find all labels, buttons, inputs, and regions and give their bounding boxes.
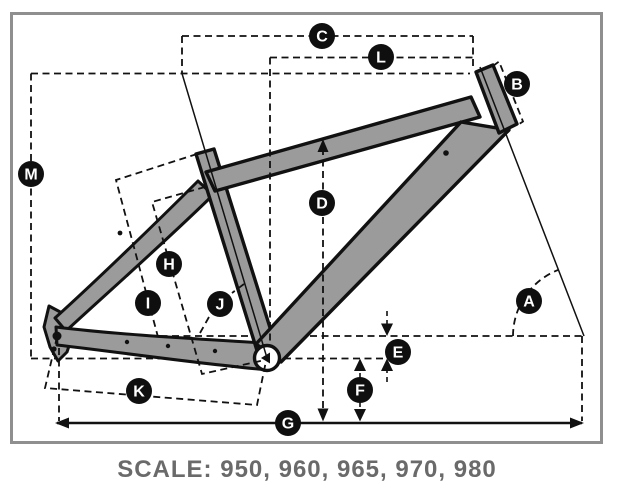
wheelbase-line — [55, 417, 584, 429]
label-k-text: K — [133, 384, 145, 401]
label-a-badge — [516, 288, 542, 314]
measure-j-callout — [199, 283, 245, 334]
label-d-text: D — [316, 196, 328, 213]
label-j-text: J — [216, 297, 225, 314]
dimension-labels: A B C D E F G H I J K L M — [18, 23, 542, 436]
measure-h-i-brackets — [114, 153, 266, 376]
label-c-badge — [309, 23, 335, 49]
label-i-badge — [135, 290, 161, 316]
label-m-text: M — [24, 167, 37, 184]
label-f-badge — [347, 377, 373, 403]
d-arrow-up — [317, 139, 329, 152]
cable-stop-dot — [443, 150, 449, 156]
measure-c-lines — [181, 35, 474, 74]
label-l-text: L — [376, 50, 386, 67]
label-g-badge — [275, 410, 301, 436]
axis-lines — [181, 66, 585, 359]
e-arrow-down — [381, 323, 393, 336]
measure-f-arrows — [354, 358, 366, 422]
label-b-badge — [504, 71, 530, 97]
measure-k-bracket — [43, 336, 267, 406]
chain-stay-dot — [212, 348, 218, 354]
label-f-text: F — [355, 383, 365, 400]
label-e-text: E — [393, 345, 404, 362]
measure-m-lines — [30, 72, 470, 359]
measure-e-arrows — [381, 311, 393, 382]
label-l-badge — [368, 44, 394, 70]
chain-stay-dot — [124, 339, 130, 345]
measure-l-lines — [269, 56, 473, 345]
label-c-text: C — [316, 29, 328, 46]
label-i-text: I — [146, 296, 150, 313]
label-g-text: G — [282, 416, 294, 433]
rear-axle-dot — [52, 331, 62, 341]
frame — [42, 63, 519, 373]
measure-a-angle-arc — [512, 268, 559, 337]
label-d-badge — [309, 190, 335, 216]
scale-caption: SCALE: 950, 960, 965, 970, 980 — [117, 456, 497, 483]
bottom-bracket-axle-mark — [261, 352, 270, 364]
label-k-badge — [126, 378, 152, 404]
label-j-badge — [207, 291, 233, 317]
chain-stay-dot — [165, 343, 171, 349]
d-arrow-down — [317, 408, 329, 422]
f-arrow-down — [354, 409, 366, 422]
measure-d-arrows — [317, 139, 329, 422]
label-h-text: H — [163, 257, 175, 274]
label-e-badge — [385, 339, 411, 365]
down-tube — [254, 120, 511, 364]
g-arrow-right — [570, 417, 584, 429]
top-tube — [204, 95, 482, 193]
e-arrow-up — [381, 358, 393, 371]
label-a-text: A — [523, 294, 535, 311]
diagram-border — [10, 12, 603, 444]
label-m-badge — [18, 161, 44, 187]
label-h-badge — [156, 251, 182, 277]
f-arrow-up — [354, 358, 366, 371]
seat-stay-dot — [117, 230, 123, 236]
axle-drop-lines — [58, 336, 583, 421]
g-arrow-left — [55, 417, 69, 429]
label-b-text: B — [511, 77, 523, 94]
